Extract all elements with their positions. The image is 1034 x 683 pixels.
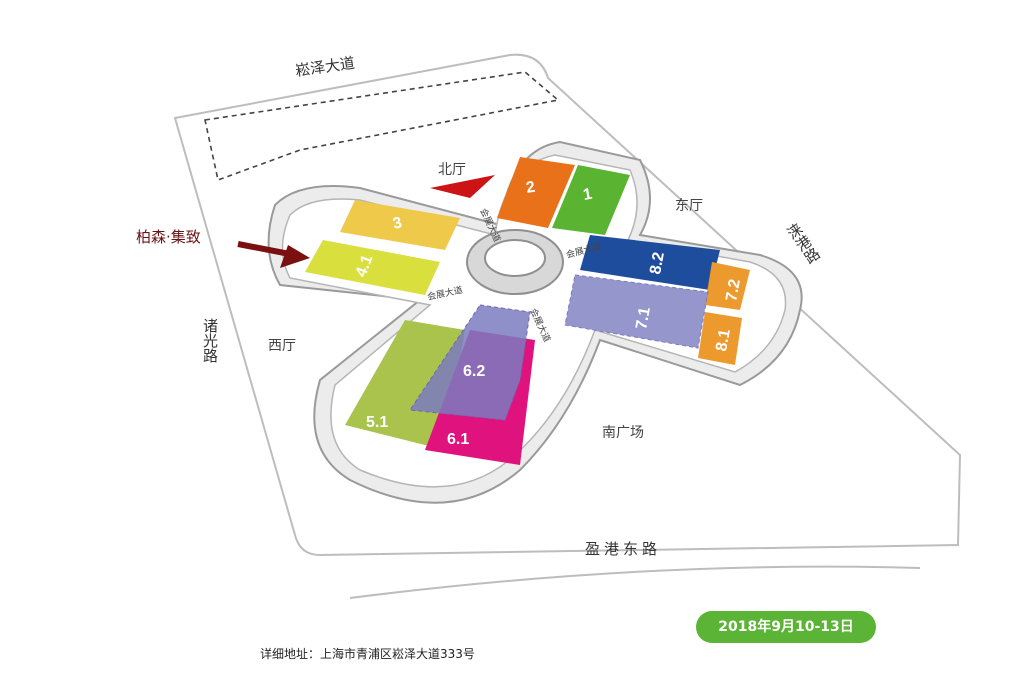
hall-8-1[interactable]	[705, 262, 750, 310]
hall-6-2-label: 6.2	[463, 363, 485, 380]
hall-5-1-label: 5.1	[366, 414, 388, 431]
hall-4-1[interactable]	[305, 240, 440, 295]
hall-4-1-label: 4.1	[353, 253, 377, 280]
hall-7-2[interactable]	[564, 274, 709, 349]
area-west-hall: 西厅	[268, 338, 296, 354]
booth-label: 柏森·集致	[136, 228, 201, 246]
road-east: 涞港路	[783, 220, 824, 267]
road-west: 诸光路	[201, 318, 219, 363]
south-road-line	[349, 565, 921, 599]
road-north: 崧泽大道	[294, 54, 356, 80]
area-east-hall: 东厅	[675, 198, 703, 214]
hall-3-label: 3	[391, 214, 403, 232]
date-badge: 2018年9月10-13日	[696, 611, 876, 643]
hall-2[interactable]	[497, 157, 575, 228]
hall-6-2[interactable]	[409, 304, 531, 421]
hall-8-1-label: 7.2	[723, 278, 744, 303]
hall-3[interactable]	[340, 200, 460, 250]
booth-arrow	[237, 241, 310, 268]
north-hall-marker	[430, 175, 495, 198]
area-north-hall: 北厅	[438, 162, 466, 178]
hall-6-1-label: 6.1	[447, 431, 469, 448]
hall-1[interactable]	[552, 165, 630, 235]
hall-8-2-label: 8.2	[647, 251, 668, 276]
hall-2-label: 2	[525, 179, 537, 197]
hall-5-1[interactable]	[345, 320, 465, 450]
road-south: 盈港东路	[585, 540, 661, 558]
address-text: 详细地址：上海市青浦区崧泽大道333号	[260, 647, 475, 661]
area-south-plaza: 南广场	[602, 425, 644, 441]
hall-7-1[interactable]	[698, 312, 742, 365]
hall-1-label: 1	[582, 186, 594, 204]
central-ring	[466, 229, 564, 295]
hall-8-2[interactable]	[580, 235, 720, 290]
hall-7-1-label: 8.1	[713, 328, 734, 353]
parking-dashed-area	[204, 71, 560, 182]
hall-7-2-label: 7.1	[633, 306, 654, 331]
